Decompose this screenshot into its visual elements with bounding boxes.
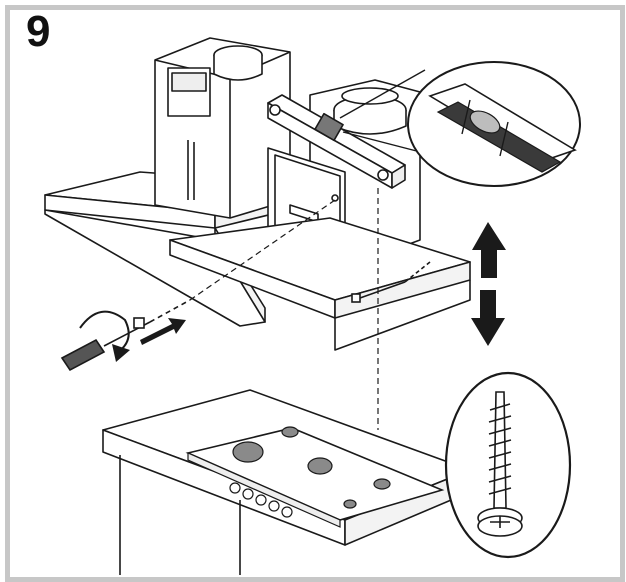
canopy-screw (351, 261, 431, 303)
down-arrow-icon (471, 290, 505, 346)
hob-knobs (229, 482, 293, 518)
hood-canopy (169, 217, 471, 351)
step-number: 9 (26, 7, 51, 56)
screwdriver-icon (60, 299, 191, 372)
hob (185, 426, 445, 528)
spirit-level-icon (267, 94, 406, 189)
motor-housing (154, 37, 291, 219)
screw-icon (477, 391, 523, 537)
rotate-arrow-icon (79, 310, 130, 362)
push-arrow-icon (140, 318, 186, 345)
illustration-frame (5, 5, 625, 582)
up-arrow-icon (472, 222, 506, 278)
level-callout (339, 61, 581, 187)
alignment-lines (189, 188, 379, 471)
